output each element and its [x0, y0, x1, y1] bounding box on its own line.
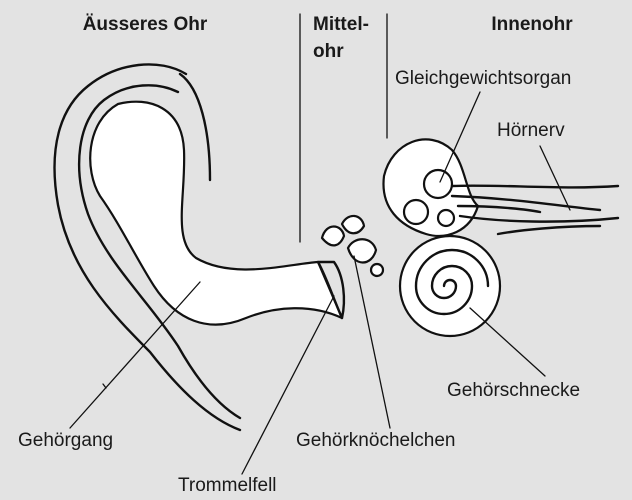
label-cochlea: Gehörschnecke [447, 380, 580, 401]
semicircular-canal-3 [438, 210, 454, 226]
heading-inner-ear: Innenohr [491, 14, 573, 35]
label-eardrum: Trommelfell [178, 475, 277, 496]
label-auditory-nerve: Hörnerv [497, 120, 565, 141]
heading-middle-ear-line1: Mittel- [313, 14, 369, 35]
label-ear-canal: Gehörgang [18, 430, 113, 451]
label-ossicles: Gehörknöchelchen [296, 430, 456, 451]
heading-outer-ear: Äusseres Ohr [83, 14, 208, 35]
ossicle-malleus [322, 227, 344, 246]
semicircular-canal-1 [424, 170, 452, 198]
semicircular-canal-2 [404, 200, 428, 224]
ossicle-incus [342, 216, 364, 233]
oval-window [371, 264, 383, 276]
label-balance-organ: Gleichgewichtsorgan [395, 68, 571, 89]
heading-middle-ear-line2: ohr [313, 41, 344, 62]
